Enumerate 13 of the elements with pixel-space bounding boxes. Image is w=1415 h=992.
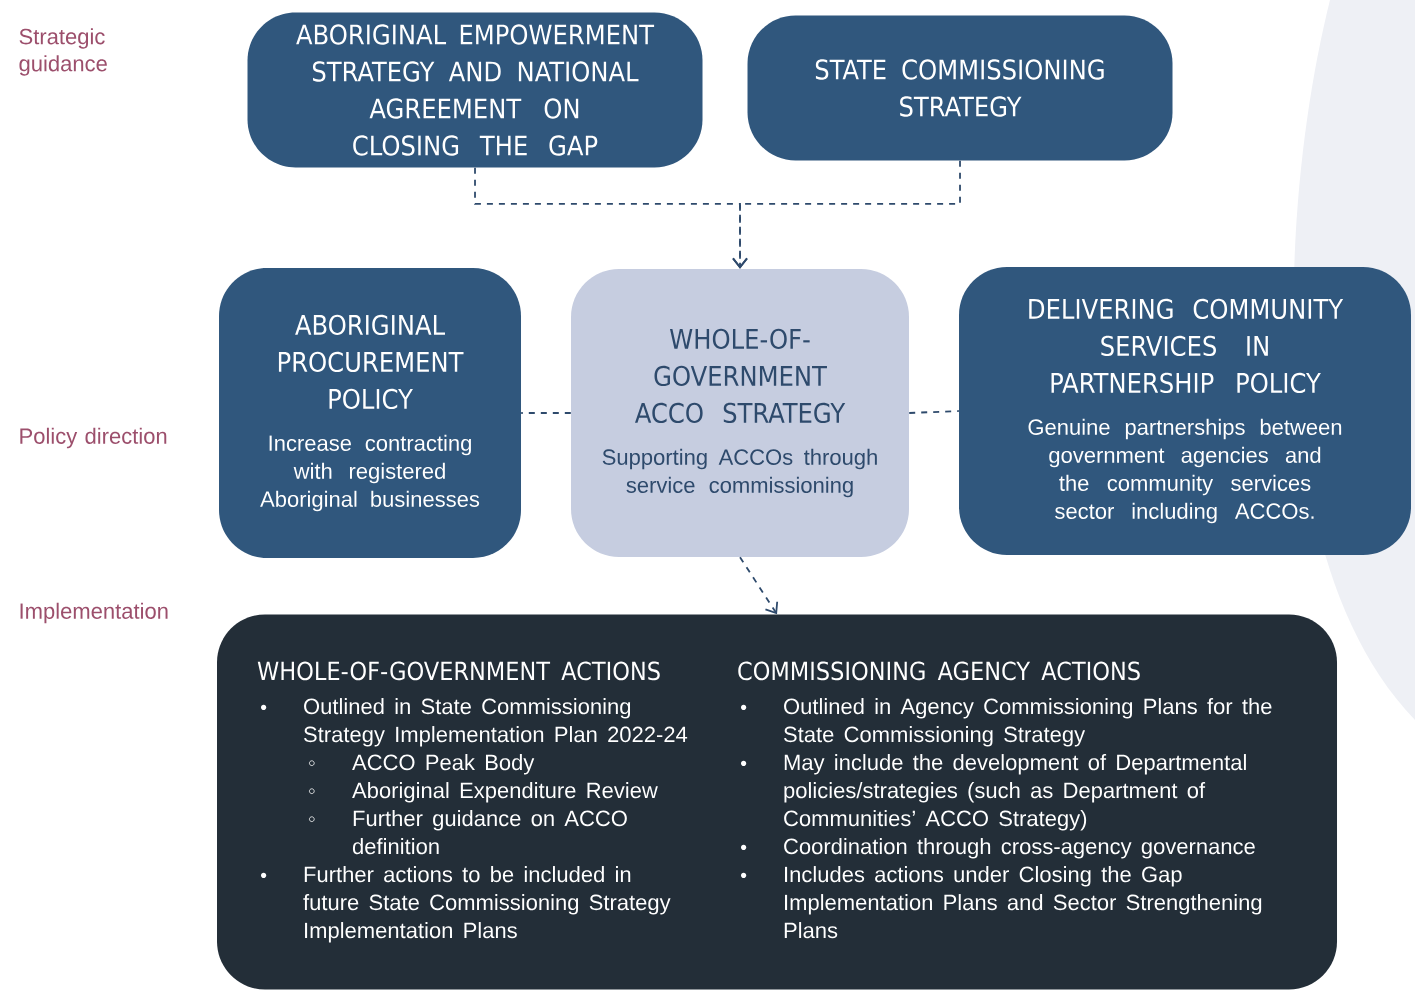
dashed-line	[520, 412, 572, 414]
dashed-arrow	[739, 556, 779, 615]
rounded-box: ABORIGINAL EMPOWERMENT STRATEGY AND NATIONAL AGREEMENT ON CLOSING THE GAP	[247, 12, 703, 168]
section-label: Policy direction	[20, 427, 167, 449]
rounded-box: ABORIGINAL PROCUREMENT POLICY Increase contracting with registered Aboriginal businesses	[219, 268, 521, 558]
rounded-box: STATE COMMISSIONING STRATEGY	[747, 15, 1173, 161]
rounded-panel: WHOLE-OF-GOVERNMENT ACTIONS Outlined in State Commissioning Strategy Implementation Plan 2022-24 ACCO Peak Body Aboriginal Expenditure Review Further guidance on ACCO definition Further actions to be included in future State Commissioning Strategy Implementation Plans COMMISSIONING AGENCY ACTIONS Outlined in Agency Commissioning Plans for the State Commissioning Strategy May include the development of Departmental policies/strategies (such as Department of Communities’ ACCO Strategy) Coordination through cross-agency governance Includes actions under Closing the Gap Implementation Plans and Sector Strengthening Plans	[217, 614, 1337, 990]
rounded-box: WHOLE-OF-GOVERNMENT ACCO STRATEGY Supporting ACCOs through service commissioning	[571, 269, 909, 557]
dashed-arrow	[732, 159, 961, 269]
rounded-box: DELIVERING COMMUNITY SERVICES IN PARTNERSHIP POLICY Genuine partnerships between government agencies and the community services sector including ACCOs.	[959, 267, 1411, 555]
section-label: Strategic guidance	[19, 28, 107, 76]
dashed-line	[908, 410, 960, 414]
section-label: Implementation	[20, 602, 168, 624]
